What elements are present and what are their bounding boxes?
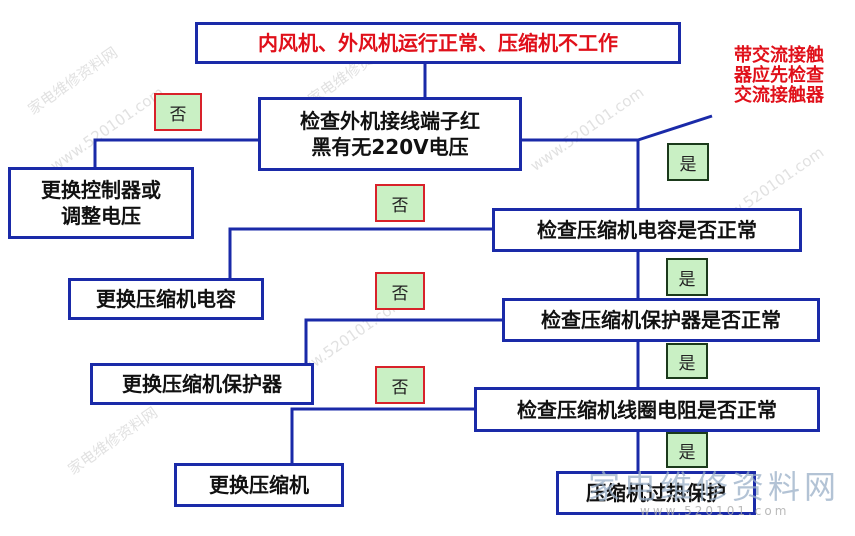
- check-coil-box: 检查压缩机线圈电阻是否正常: [474, 387, 820, 432]
- replace-capacitor-box: 更换压缩机电容: [68, 278, 264, 320]
- symptom-box: 内风机、外风机运行正常、压缩机不工作: [195, 22, 681, 64]
- check-protector-box: 检查压缩机保护器是否正常: [502, 298, 820, 342]
- no-label: 否: [375, 366, 425, 404]
- yes-label: 是: [666, 258, 708, 296]
- replace-controller-box: 更换控制器或 调整电压: [8, 167, 194, 239]
- yes-label: 是: [667, 143, 709, 181]
- no-label: 否: [154, 93, 202, 131]
- overheat-protection-box: 压缩机过热保护: [556, 471, 756, 515]
- no-label: 否: [375, 272, 425, 310]
- no-label: 否: [375, 184, 425, 222]
- yes-label: 是: [666, 343, 708, 379]
- check-capacitor-box: 检查压缩机电容是否正常: [492, 208, 802, 252]
- replace-protector-box: 更换压缩机保护器: [90, 363, 314, 405]
- replace-compressor-box: 更换压缩机: [174, 463, 344, 507]
- brand-watermark: 家电维修资料网: [588, 468, 841, 506]
- brand-watermark-url: www.520101.com: [640, 504, 790, 518]
- check-terminal-voltage-box: 检查外机接线端子红 黑有无220V电压: [258, 97, 522, 171]
- contactor-note: 带交流接触 器应先检查 交流接触器: [734, 45, 824, 106]
- yes-label: 是: [666, 432, 708, 468]
